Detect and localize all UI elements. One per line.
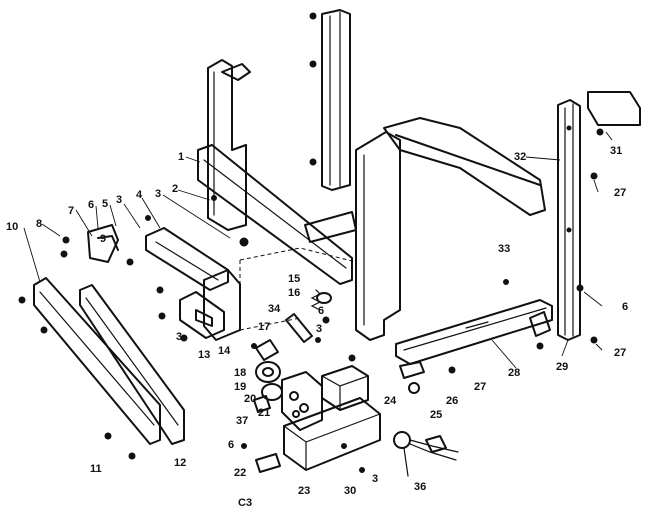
part-label-4: 4 [136, 189, 143, 201]
part-labels: 1 2 3 3 3 3 3 4 5 6 6 6 6 7 8 9 10 11 12… [6, 145, 628, 509]
part-label-28: 28 [508, 367, 520, 379]
part-label-22: 22 [234, 467, 246, 479]
vertical-rail-right [557, 99, 581, 341]
part-label-13: 13 [198, 349, 210, 361]
part-label-7: 7 [68, 205, 74, 217]
part-label-27: 27 [614, 187, 626, 199]
part-label-18: 18 [234, 367, 246, 379]
part-label-6: 6 [318, 305, 324, 317]
part-label-9: 9 [100, 233, 106, 245]
clip-22 [241, 443, 281, 473]
part-label-16: 16 [288, 287, 300, 299]
part-label-15: 15 [288, 273, 300, 285]
bottom-rail-28 [395, 299, 553, 365]
hinge-assembly [60, 224, 134, 266]
part-label-8: 8 [36, 218, 42, 230]
part-label-27: 27 [614, 347, 626, 359]
part-label-30: 30 [344, 485, 356, 497]
part-label-11: 11 [90, 463, 102, 475]
part-label-12: 12 [174, 457, 186, 469]
part-label-37: 37 [236, 415, 248, 427]
part-label-27: 27 [474, 381, 486, 393]
part-label-2: 2 [172, 183, 178, 195]
wire-harness [393, 431, 459, 477]
loose-screws [18, 195, 249, 460]
latch-plate [145, 227, 229, 291]
switch-box-24 [321, 354, 369, 411]
part-label-3: 3 [372, 473, 378, 485]
part-label-3: 3 [316, 323, 322, 335]
base-bracket-23 [283, 397, 381, 473]
part-label-6: 6 [622, 301, 628, 313]
part-label-6: 6 [88, 199, 94, 211]
part-label-3: 3 [176, 331, 182, 343]
main-crossbar [197, 144, 353, 285]
left-upright [207, 59, 251, 231]
part-label-26: 26 [446, 395, 458, 407]
part-label-23: 23 [298, 485, 310, 497]
part-label-6: 6 [228, 439, 234, 451]
drawing-code: C3 [238, 497, 252, 509]
part-label-25: 25 [430, 409, 442, 421]
part-label-14: 14 [218, 345, 231, 357]
part-label-33: 33 [498, 243, 510, 255]
plate-13 [179, 291, 225, 339]
part-label-34: 34 [268, 303, 281, 315]
part-label-19: 19 [234, 381, 246, 393]
small-parts-center [251, 313, 330, 361]
part-label-3: 3 [155, 188, 161, 200]
small-parts-bottom-right [399, 172, 598, 394]
part-label-29: 29 [556, 361, 568, 373]
part-label-24: 24 [384, 395, 397, 407]
part-label-32: 32 [514, 151, 526, 163]
leader-lines [23, 131, 613, 369]
part-label-20: 20 [244, 393, 256, 405]
back-crossbar [304, 211, 357, 243]
part-label-17: 17 [258, 321, 270, 333]
part-label-31: 31 [610, 145, 622, 157]
right-frame [355, 117, 546, 341]
front-panel-bars [33, 277, 185, 445]
part-label-5: 5 [102, 198, 108, 210]
part-label-3: 3 [116, 194, 122, 206]
vertical-rail-top [309, 9, 351, 191]
part-label-21: 21 [258, 407, 270, 419]
bracket-31 [587, 91, 641, 136]
part-label-10: 10 [6, 221, 18, 233]
box-14 [203, 269, 241, 341]
part-label-36: 36 [414, 481, 426, 493]
part-label-1: 1 [178, 151, 184, 163]
spring-15 [310, 289, 332, 311]
motor-assembly [253, 361, 323, 431]
